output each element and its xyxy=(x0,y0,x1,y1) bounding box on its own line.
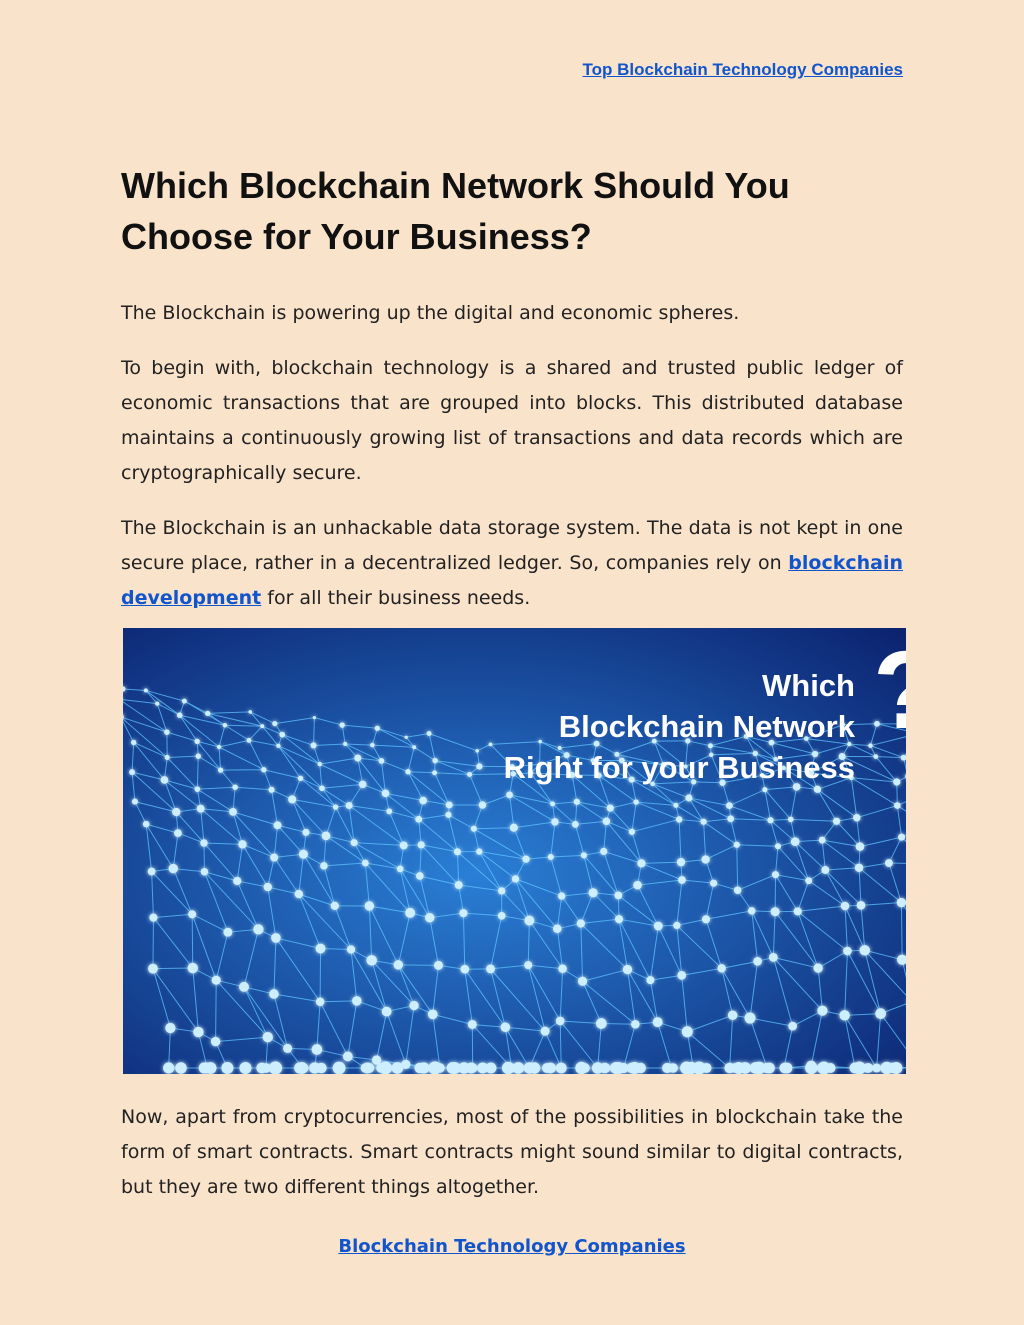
hero-text-line-1: Which xyxy=(762,668,855,703)
paragraph-2: To begin with, blockchain technology is … xyxy=(121,357,903,484)
paragraph-3: The Blockchain is an unhackable data sto… xyxy=(121,511,903,616)
title-line-2: Choose for Your Business? xyxy=(121,216,592,257)
blockchain-network-illustration: Which Blockchain Network Right for your … xyxy=(123,628,906,1074)
paragraph-3-text-b: for all their business needs. xyxy=(261,587,531,609)
article-top: Which Blockchain Network Should You Choo… xyxy=(121,160,903,616)
hero-text-line-3: Right for your Business xyxy=(504,750,855,785)
article-title: Which Blockchain Network Should You Choo… xyxy=(121,160,903,262)
paragraph-1: The Blockchain is powering up the digita… xyxy=(121,302,740,324)
hero-image: Which Blockchain Network Right for your … xyxy=(123,628,906,1074)
blockchain-development-link[interactable]: blockchain development xyxy=(121,552,903,609)
paragraph-4: Now, apart from cryptocurrencies, most o… xyxy=(121,1106,903,1198)
article-bottom: Now, apart from cryptocurrencies, most o… xyxy=(121,1100,903,1205)
paragraph-3-text-a: The Blockchain is an unhackable data sto… xyxy=(121,517,903,574)
top-blockchain-companies-link[interactable]: Top Blockchain Technology Companies xyxy=(582,60,903,79)
footer: Blockchain Technology Companies xyxy=(0,1236,1024,1257)
title-line-1: Which Blockchain Network Should You xyxy=(121,165,790,206)
question-mark-icon: ? xyxy=(873,629,906,752)
hero-text-line-2: Blockchain Network xyxy=(559,709,856,744)
blockchain-companies-footer-link[interactable]: Blockchain Technology Companies xyxy=(338,1236,686,1257)
